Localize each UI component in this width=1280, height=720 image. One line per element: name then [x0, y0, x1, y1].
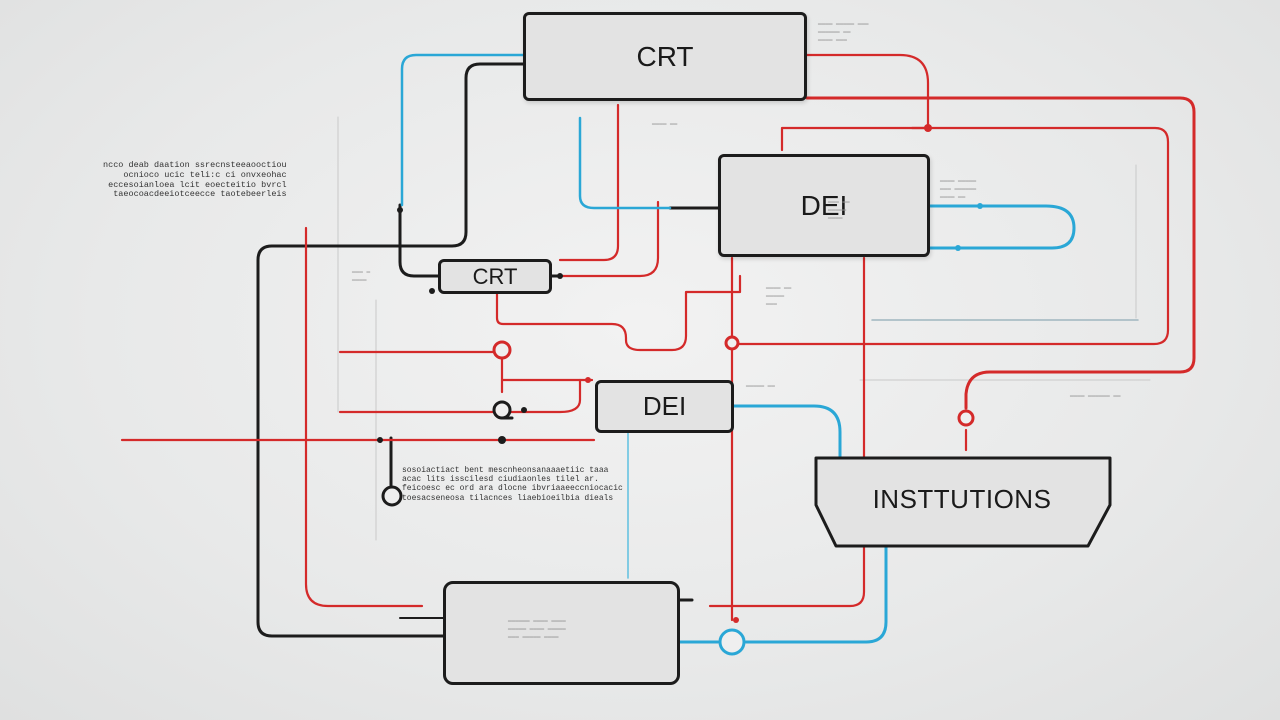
red-wire-right-loop-down	[708, 256, 866, 608]
annotation-line: sosoiactiact bent mescnheonsanaaaetiic t…	[402, 466, 609, 475]
dot-red	[733, 617, 739, 623]
black-wire-crt-left-loop	[256, 62, 525, 638]
blue-wire-crt-left	[400, 53, 525, 207]
dot	[521, 407, 527, 413]
institutions-box: INSTTUTIONS	[813, 457, 1111, 547]
institutions-label: INSTTUTIONS	[872, 483, 1052, 514]
micro-note: ▁▁▁▁▁ ▁▁	[746, 380, 775, 387]
annotation-line: ocnioco ucic teli:c ci onvxeohac	[123, 169, 287, 180]
red-wire-upper-loop	[730, 126, 1170, 346]
red-wire-crt-to-dei	[558, 200, 660, 278]
annotation-line: acac lits isscilesd ciudiaonles tilel ar…	[402, 475, 599, 485]
junction-red-b	[724, 335, 740, 351]
bottom-box	[443, 581, 680, 685]
crt-label-small: CRT	[472, 263, 518, 289]
dot-blue	[955, 245, 961, 251]
dot	[397, 207, 403, 213]
annotation-line: ncco deab daation ssrecnsteeaooctiou	[103, 160, 287, 170]
crt-box-small: CRT	[438, 259, 552, 294]
blue-wire-dei-top-right	[928, 204, 1076, 250]
dei-box-middle: DEI	[595, 380, 734, 433]
micro-note: ▁▁▁▁ ▁▁▁▁▁▁▁▁▁▁	[766, 282, 792, 306]
micro-note: ▁▁▁▁ ▁▁	[652, 118, 678, 125]
institutions-outline	[814, 456, 1112, 548]
micro-note: ▁▁▁▁ ▁▁▁▁▁ ▁▁▁▁▁▁▁▁▁ ▁▁▁▁▁▁ ▁▁▁	[818, 18, 869, 42]
blue-wire-dei-mid-right	[732, 404, 842, 459]
micro-note: ▁▁▁▁ ▁▁▁▁▁▁▁▁ ▁▁▁▁▁▁▁▁▁▁ ▁▁	[940, 175, 977, 199]
annotation-line: toesacseneosa tilacnces liaebioeilbia di…	[402, 493, 614, 503]
micro-note: ▁▁▁▁ ▁▁▁▁▁▁ ▁▁	[1070, 390, 1121, 397]
annotation-line: feicoesc ec ord ara dlocne ibvriaaeeccni…	[402, 484, 623, 494]
crt-box-top: CRT	[523, 12, 807, 101]
dot-red	[924, 124, 932, 132]
black-wire-crt-small-left	[398, 203, 440, 278]
blue-wire-institutions-down	[744, 545, 888, 644]
crt-label: CRT	[636, 40, 694, 72]
annotation-block-center: sosoiactiact bent mescnheonsanaaaetiic t…	[402, 466, 623, 503]
dot	[377, 437, 383, 443]
junction-red-a	[492, 340, 512, 360]
dot	[498, 436, 506, 444]
dei-label-middle: DEI	[642, 391, 687, 421]
red-wire-center-vertical	[558, 103, 620, 262]
annotation-line: eccesoianloea lcit eoecteitio bvrcl	[108, 179, 287, 190]
dot-blue	[977, 203, 983, 209]
micro-note: ▁▁▁ ▁▁▁▁▁▁▁▁▁▁▁	[828, 196, 850, 220]
dot-red	[585, 377, 591, 383]
blue-wire-dei-top-left	[578, 116, 672, 210]
annotation-block-left: ncco deab daation ssrecnsteeaooctiou ocn…	[103, 160, 287, 200]
red-wire-left-branch	[304, 226, 424, 608]
red-wire-guide	[338, 378, 582, 414]
red-wire-crt-small-down	[495, 274, 742, 352]
red-wire-crt-top-right	[805, 53, 930, 130]
dot	[557, 273, 563, 279]
junction-black-probe	[381, 485, 403, 507]
junction-blue-bottom	[718, 628, 746, 656]
junction-black-a	[492, 400, 512, 420]
micro-note: ▁▁▁ ▁▁▁▁▁	[352, 266, 371, 282]
red-wire-crt-top-long	[805, 96, 1196, 410]
annotation-line: taeocoacdeeiotceecce taotebeerleis	[113, 189, 287, 200]
micro-note: ▁▁▁▁▁▁ ▁▁▁▁ ▁▁▁▁▁▁▁▁▁ ▁▁▁▁ ▁▁▁▁▁▁▁▁ ▁▁▁▁…	[508, 615, 566, 639]
dei-label: DEI	[800, 189, 848, 221]
dei-box-top: DEI	[718, 154, 930, 257]
dot	[429, 288, 435, 294]
junction-red-institutions	[957, 409, 975, 427]
